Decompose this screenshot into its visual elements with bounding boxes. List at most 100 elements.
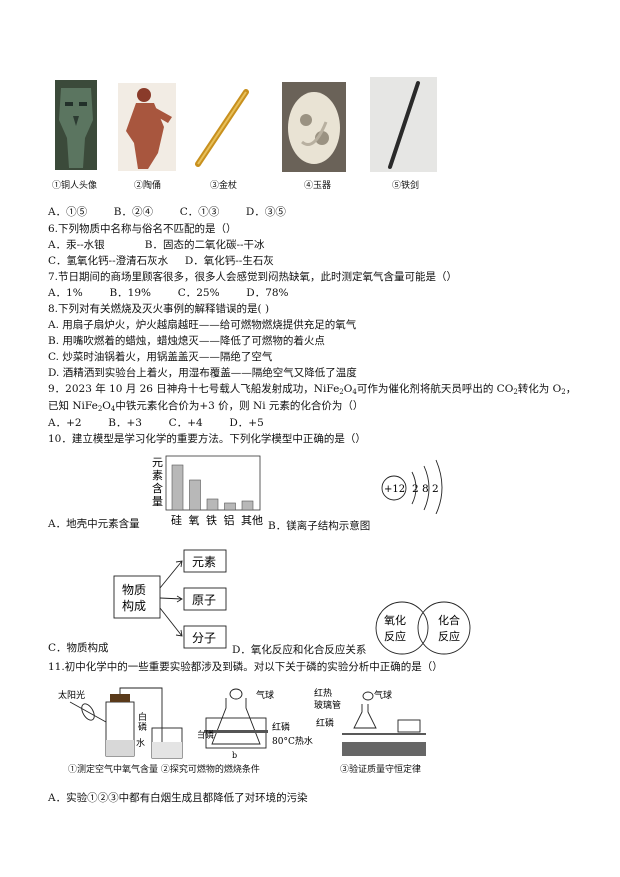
- artifact-bronze-head-image: [55, 80, 97, 170]
- q11-caption-3: ③验证质量守恒定律: [340, 765, 422, 775]
- q11-exp2-copper-sheet: [204, 730, 268, 733]
- q10-a-xlabel-1: 硅: [171, 514, 182, 527]
- q10-d-venn-diagram: 氧化 反应 化合 反应: [375, 601, 471, 655]
- q10-c-box-atom: [183, 587, 227, 611]
- artifact-caption-2: ②陶俑: [134, 181, 162, 191]
- q10-c-box-molecule: [183, 625, 227, 649]
- q10-d-right-line-2: 反应: [438, 629, 460, 643]
- artifact-gold-staff-image: [192, 88, 252, 168]
- q10-c-arrow-element: [159, 560, 183, 589]
- q10-c-box-element: [183, 549, 227, 573]
- q11-exp1-stopper: [110, 694, 130, 702]
- artifact-iron-sword-image: [370, 77, 437, 172]
- q10-a-bar-5: [241, 500, 254, 511]
- q10-a-ylabel-char-1: 元: [152, 456, 163, 469]
- q10-a-bar-2: [189, 479, 201, 511]
- q10-d-right-line-1: 化合: [438, 613, 460, 627]
- q11-label-white-p-2: 磷: [138, 721, 147, 733]
- q11-experiment-1-diagram: 太阳光 白 磷 水: [58, 687, 183, 759]
- q10-b-shell-arc-3: [435, 459, 443, 514]
- q10-c-center-box: [113, 575, 161, 619]
- q10-b-shell-label: 2 8 2: [412, 483, 439, 495]
- q11-experiment-3-diagram: 红热 玻璃管 红磷 气球: [314, 687, 426, 756]
- artifact-jade-image: [282, 82, 346, 172]
- q9-stem-line2: 已知 NiFe2O4中铁元素化合价为+3 价，则 Ni 元素的化合价为（）: [48, 400, 364, 413]
- q9-options: A．+2 B．+3 C．+4 D．+5: [48, 417, 264, 429]
- q11-exp3-balance-base: [342, 742, 426, 756]
- q10-a-label: A．地壳中元素含量: [48, 518, 140, 530]
- q11-exp1-lens: [81, 703, 95, 721]
- q10-a-xlabel-3: 铁: [206, 514, 217, 527]
- q10-stem: 10．建立模型是学习化学的重要方法。下列化学模型中正确的是（）: [48, 433, 366, 445]
- q10-c-model-diagram: 物质 构成 元素 原子 分子: [113, 549, 227, 649]
- q10-c-arrow-molecule: [159, 607, 183, 637]
- q11-label-balloon: 气球: [256, 689, 274, 701]
- q11-label-white-p-1: 白: [138, 711, 147, 723]
- q10-d-left-line-1: 氧化: [384, 613, 406, 627]
- q10-d-venn-left-circle: [375, 601, 429, 655]
- q10-c-center-line-2: 构成: [122, 598, 146, 613]
- q11-exp1-tube: [119, 687, 163, 744]
- q11-exp1-beaker-water: [152, 742, 182, 758]
- q10-a-bar-3: [206, 498, 219, 511]
- q10-a-xlabel-4: 铝: [224, 513, 235, 527]
- q11-stem: 11.初中化学中的一些重要实验都涉及到磷。对以下关于磷的实验分析中正确的是（）: [48, 661, 443, 673]
- q10-c-label: C．物质构成: [48, 642, 109, 654]
- q10-b-label: B．镁离子结构示意图: [268, 520, 371, 532]
- q11-label-sunlight: 太阳光: [58, 689, 85, 701]
- q11-label-white-p2: 白磷: [198, 729, 214, 741]
- q10-b-ion-diagram: +12 2 8 2: [381, 459, 443, 514]
- q10-a-bar-1: [171, 464, 184, 511]
- q8-option-d: D. 酒精洒到实验台上着火，用湿布覆盖——隔绝空气又降低了温度: [48, 367, 357, 379]
- q10-b-nucleus-circle: [381, 475, 407, 501]
- q11-exp3-balloon: [362, 691, 374, 701]
- q11-experiment-2-diagram: 气球 红磷 白磷 80°C热水 b: [198, 688, 313, 760]
- q11-exp2-flask: [211, 698, 261, 745]
- q7-stem: 7.节日期间的商场里顾客很多，很多人会感觉到闷热缺氧，此时测定氧气含量可能是（）: [48, 271, 458, 283]
- q5-options: A．①⑤ B．②④ C．①③ D．③⑤: [48, 206, 286, 218]
- q11-label-red-p: 红磷: [272, 721, 290, 733]
- q11-label-hot-water: 80°C热水: [272, 735, 313, 747]
- q8-stem: 8.下列对有关燃烧及灭火事例的解释错误的是( ): [48, 303, 270, 315]
- q11-label-hot-2: 玻璃管: [314, 699, 341, 711]
- q11-exp3-flask: [353, 704, 377, 729]
- q11-label-red-p2: 红磷: [316, 717, 334, 729]
- artifact-caption-5: ⑤铁剑: [392, 181, 420, 191]
- q10-c-item-element: 元素: [192, 555, 216, 569]
- q10-b-nucleus-label: +12: [384, 484, 405, 495]
- q11-exp2-balloon: [229, 688, 243, 700]
- q10-b-shell-arc-1: [411, 471, 417, 505]
- q10-a-xlabel-2: 氧: [189, 513, 200, 527]
- q11-label-water: 水: [136, 737, 145, 749]
- q11-label-hot-1: 红热: [314, 687, 332, 699]
- artifact-caption-1: ①铜人头像: [52, 181, 98, 191]
- artifact-caption-3: ③金杖: [210, 181, 238, 191]
- q10-d-label: D．氧化反应和化合反应关系: [232, 644, 367, 656]
- q10-a-ylabel-char-3: 含: [152, 481, 163, 495]
- q10-c-arrow-atom: [159, 595, 183, 603]
- q6-options-row1: A．汞--水银 B．固态的二氧化碳--干冰: [48, 239, 265, 251]
- q10-a-ylabel: 元 素 含 量: [152, 456, 163, 508]
- q10-b-shell-arc-2: [423, 465, 430, 511]
- q11-exp1-light-beam: [69, 701, 107, 723]
- q11-captions-1-2: ①测定空气中氧气含量 ②探究可燃物的燃烧条件: [68, 765, 260, 775]
- q6-options-row2: C．氢氧化钙--澄清石灰水 D．氧化钙--生石灰: [48, 255, 274, 267]
- q10-a-bar-chart: 元 素 含 量 硅氧铁铝其他: [152, 455, 263, 527]
- q11-exp1-water-level: [106, 740, 134, 756]
- artifact-pottery-figure-image: [118, 83, 176, 171]
- q8-option-b: B. 用嘴吹燃着的蜡烛，蜡烛熄灭——降低了可燃物的着火点: [48, 335, 325, 347]
- q11-exp3-right-pan: [397, 719, 421, 733]
- q9-stem: 9．2023 年 10 月 26 日神舟十七号载人飞船发射成功，NiFe2O4可…: [48, 383, 577, 396]
- q8-option-c: C. 炒菜时油锅着火，用锅盖盖灭——隔绝了空气: [48, 351, 273, 363]
- q11-label-balloon2: 气球: [374, 689, 392, 701]
- q10-d-venn-right-circle: [417, 601, 471, 655]
- q6-stem: 6.下列物质中名称与俗名不匹配的是（）: [48, 223, 237, 235]
- artifact-caption-4: ④玉器: [304, 181, 332, 191]
- q10-d-left-line-2: 反应: [384, 629, 406, 643]
- q10-c-item-molecule: 分子: [192, 631, 216, 645]
- q10-a-ylabel-char-4: 量: [152, 495, 163, 508]
- q10-c-item-atom: 原子: [192, 593, 216, 607]
- q8-option-a: A. 用扇子扇炉火，炉火越扇越旺——给可燃物燃烧提供充足的氧气: [48, 319, 357, 331]
- q10-a-bar-4: [224, 502, 236, 511]
- q10-c-center-line-1: 物质: [122, 583, 146, 597]
